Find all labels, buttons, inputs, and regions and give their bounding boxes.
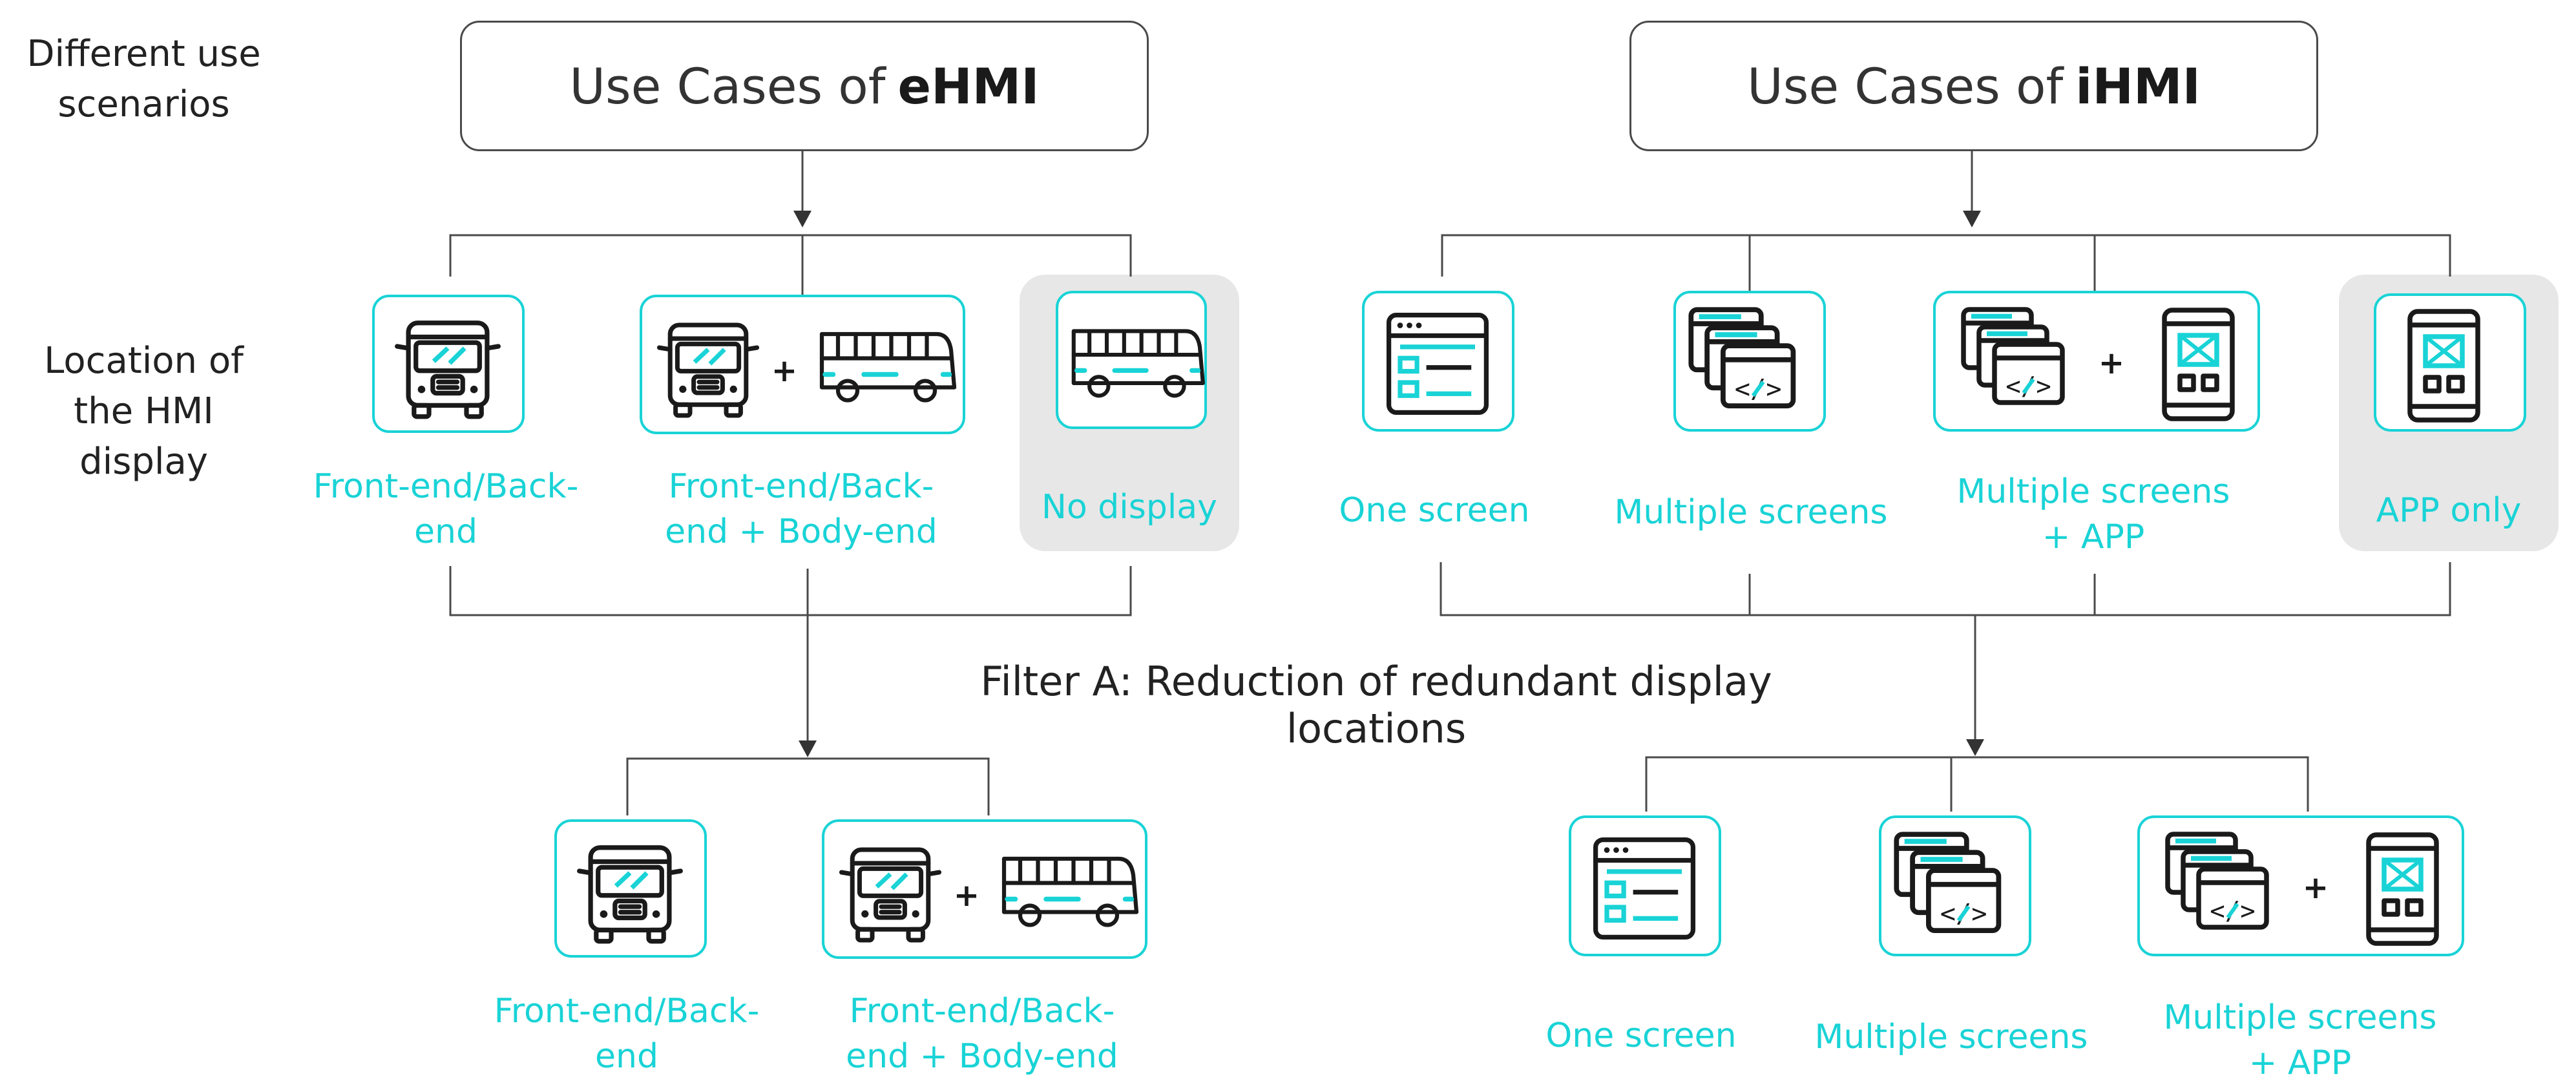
top-ihmi-label-one-screen: One screen — [1339, 491, 1530, 530]
ehmi-title-prefix: Use Cases of — [569, 57, 886, 115]
ehmi-result-bracket — [626, 757, 990, 815]
phone-app-icon — [2407, 309, 2480, 423]
phone-app-icon — [2162, 308, 2235, 421]
multiple-screens-icon: </> — [2165, 832, 2269, 930]
plus-icon: + — [2303, 870, 2329, 906]
bottom-ihmi-label-multiple-screens-app: Multiple screens + APP — [2163, 998, 2437, 1082]
bus-front-icon — [839, 847, 942, 943]
plus-icon: + — [2099, 345, 2124, 381]
top-ihmi-label-multiple-screens-app: Multiple screens + APP — [1956, 472, 2230, 556]
plus-icon: + — [954, 877, 979, 914]
ehmi-bottom-bracket — [449, 566, 1132, 616]
top-ehmi-box-no-display — [1056, 291, 1207, 429]
bus-side-icon — [1001, 856, 1139, 927]
multiple-screens-icon: </> — [1894, 832, 2002, 933]
bottom-ihmi-label-multiple-screens: Multiple screens — [1814, 1018, 2088, 1056]
plus-icon: + — [771, 353, 797, 389]
ehmi-title-box: Use Cases of eHMI — [460, 21, 1149, 151]
top-ehmi-label-no-display: No display — [1042, 488, 1217, 527]
multiple-screens-icon: </> — [1961, 307, 2065, 405]
bus-front-icon — [656, 322, 760, 418]
bottom-ehmi-label-front-back: Front-end/Back- end — [494, 992, 760, 1076]
top-ehmi-label-front-back-body: Front-end/Back- end + Body-end — [665, 467, 937, 551]
top-ehmi-box-front-back — [372, 295, 525, 433]
top-ihmi-label-app-only: APP only — [2376, 491, 2522, 530]
bus-side-icon — [1071, 329, 1205, 398]
ehmi-title-arrow-head — [793, 211, 812, 227]
top-ehmi-label-front-back: Front-end/Back- end — [313, 467, 579, 551]
side-label-location: Location of the HMI display — [44, 340, 244, 483]
bottom-ehmi-label-front-back-body: Front-end/Back- end + Body-end — [846, 992, 1118, 1076]
ihmi-title-box: Use Cases of iHMI — [1629, 21, 2318, 151]
screen-icon — [1593, 837, 1696, 940]
bus-front-icon — [577, 845, 683, 944]
ihmi-bottom-bracket — [1440, 562, 2451, 616]
ihmi-result-bracket — [1645, 756, 2309, 812]
phone-app-icon — [2366, 832, 2439, 946]
ehmi-top-bracket — [449, 234, 1132, 277]
ehmi-title-bold: eHMI — [897, 57, 1040, 115]
ihmi-top-bracket — [1441, 234, 2451, 277]
bottom-ehmi-box-front-back — [554, 819, 707, 958]
top-ehmi-box-front-back-body — [640, 295, 965, 434]
ihmi-title-prefix: Use Cases of — [1747, 57, 2064, 115]
ihmi-title-arrow-head — [1963, 211, 1981, 227]
bottom-ehmi-box-front-back-body — [822, 819, 1147, 959]
filter-a-text: Filter A: Reduction of redundant display… — [980, 658, 1772, 752]
top-ihmi-label-multiple-screens: Multiple screens — [1614, 493, 1888, 532]
ihmi-title-bold: iHMI — [2075, 57, 2201, 115]
bottom-ihmi-label-one-screen: One screen — [1545, 1016, 1737, 1055]
multiple-screens-icon: </> — [1688, 307, 1796, 408]
bus-front-icon — [395, 320, 501, 419]
ihmi-filter-arrow-head — [1966, 739, 1984, 756]
side-label-scenarios: Different use scenarios — [26, 33, 261, 125]
screen-icon — [1386, 312, 1489, 415]
top-ihmi-box-app-only — [2374, 293, 2526, 432]
ehmi-filter-arrow-head — [799, 740, 817, 757]
bus-side-icon — [819, 331, 957, 403]
